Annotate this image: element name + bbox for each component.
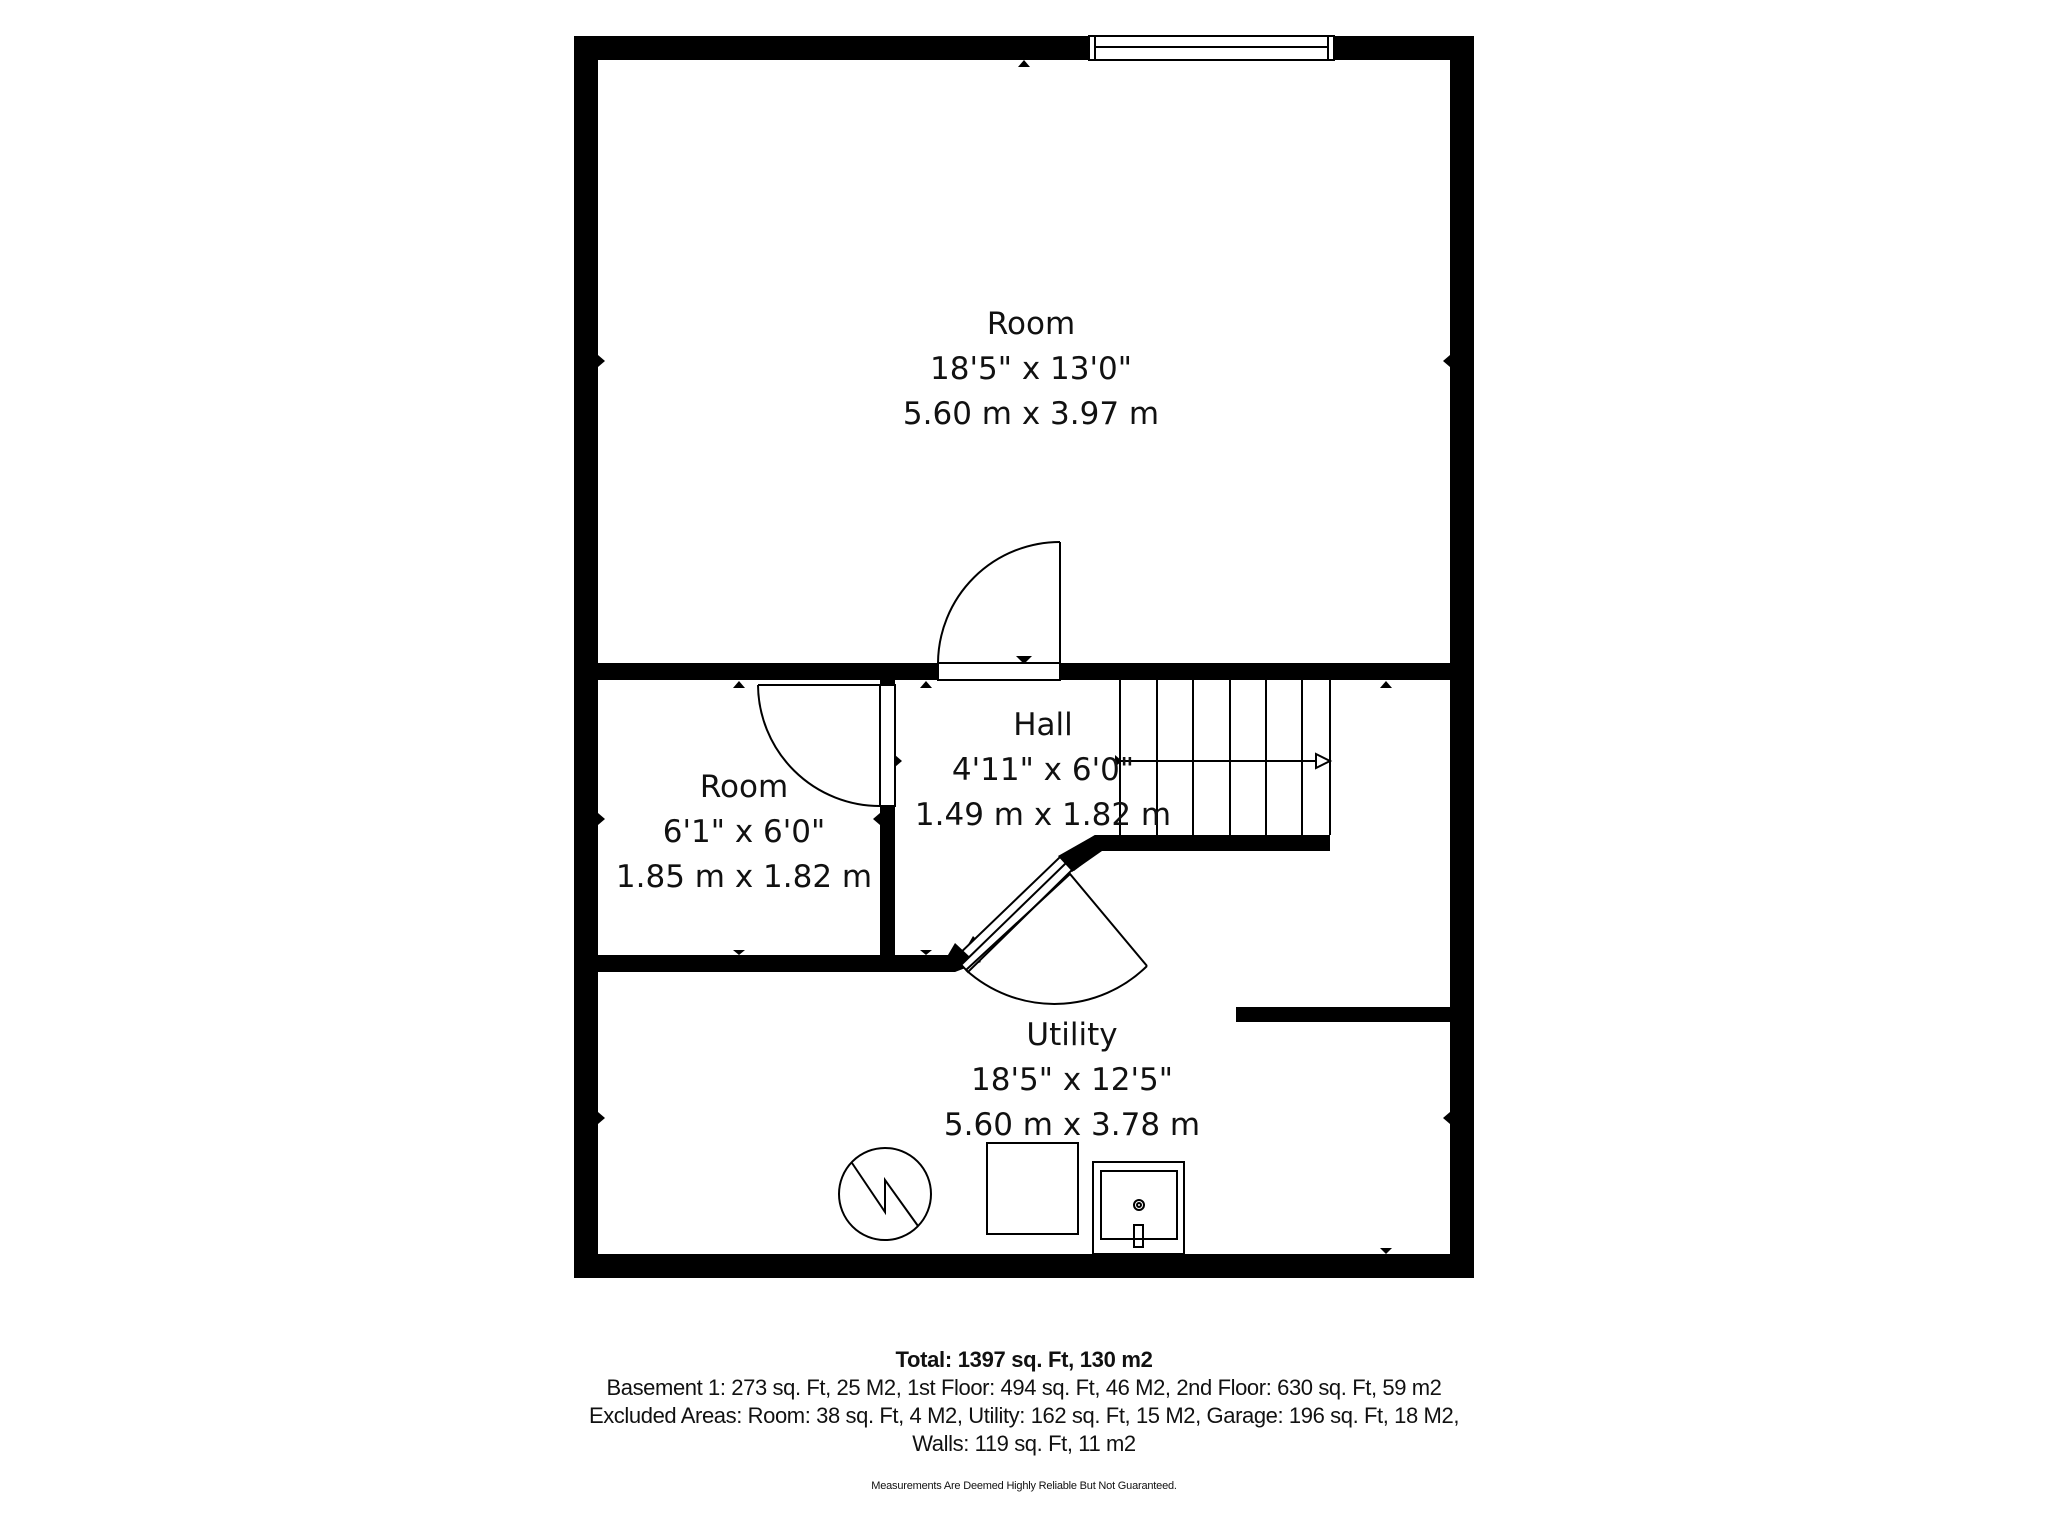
- room-dims-metric: 1.49 m x 1.82 m: [914, 797, 1172, 833]
- disclaimer: Measurements Are Deemed Highly Reliable …: [871, 1480, 1177, 1492]
- room-label-utility: Utility 18'5" x 12'5" 5.60 m x 3.78 m: [944, 1013, 1200, 1148]
- room-dims-imperial: 18'5" x 13'0": [930, 351, 1132, 387]
- stairs: [1119, 680, 1333, 835]
- room-dims-imperial: 18'5" x 12'5": [971, 1062, 1173, 1098]
- total-area: Total: 1397 sq. Ft, 130 m2: [895, 1347, 1153, 1372]
- room-name: Hall: [1013, 707, 1073, 743]
- room-label-main: Room 18'5" x 13'0" 5.60 m x 3.97 m: [903, 302, 1159, 437]
- room-dims-metric: 5.60 m x 3.78 m: [943, 1107, 1201, 1143]
- room-dims-imperial: 4'11" x 6'0": [951, 752, 1135, 788]
- area-summary: Total: 1397 sq. Ft, 130 m2 Basement 1: 2…: [0, 1346, 2048, 1492]
- interior-walls: [574, 663, 1474, 1022]
- small-room-door: [757, 684, 896, 807]
- excluded-areas: Excluded Areas: Room: 38 sq. Ft, 4 M2, U…: [588, 1403, 1460, 1428]
- room-name: Room: [699, 769, 789, 805]
- window: [1088, 35, 1335, 61]
- room-dims-metric: 1.85 m x 1.82 m: [615, 859, 873, 895]
- diagonal-wall-solid: [938, 835, 1100, 972]
- floor-areas: Basement 1: 273 sq. Ft, 25 M2, 1st Floor…: [606, 1375, 1442, 1400]
- furnace-box: [986, 1142, 1079, 1235]
- top-room-door: [937, 541, 1061, 681]
- room-dims-metric: 5.60 m x 3.97 m: [902, 396, 1160, 432]
- room-label-small: Room 6'1" x 6'0" 1.85 m x 1.82 m: [616, 765, 872, 900]
- laundry-sink: [1092, 1161, 1185, 1255]
- room-name: Room: [986, 306, 1076, 342]
- walls-area: Walls: 119 sq. Ft, 11 m2: [912, 1431, 1136, 1456]
- room-dims-imperial: 6'1" x 6'0": [662, 814, 826, 850]
- room-label-hall: Hall 4'11" x 6'0" 1.49 m x 1.82 m: [915, 703, 1171, 838]
- room-name: Utility: [1026, 1017, 1118, 1053]
- hall-utility-door: [953, 855, 1148, 1005]
- dimension-markers: [598, 60, 1450, 1254]
- water-heater-icon: [838, 1147, 932, 1241]
